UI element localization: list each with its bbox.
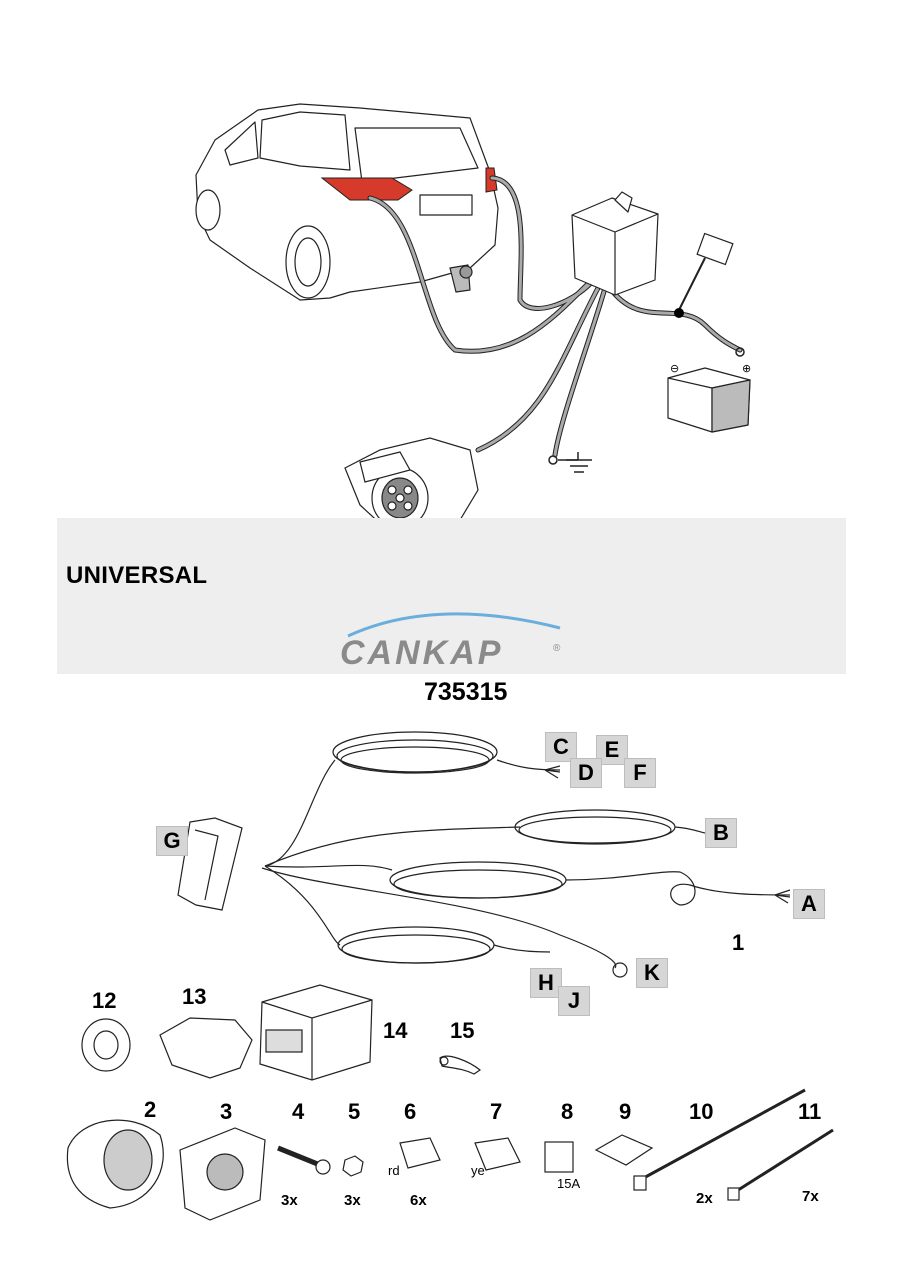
label-f: F [624,758,656,788]
brand-logo: CANKAP [340,634,504,672]
item-number-15: 15 [450,1018,475,1043]
left-tail-light [320,177,413,201]
qty-4: 3x [281,1192,298,1209]
item-number-14: 14 [383,1018,408,1043]
connector-g [177,817,243,911]
fuse-holder [696,232,734,266]
part-number: 735315 [424,678,508,706]
coil-a [389,861,567,899]
cable-tie-long [639,1088,806,1182]
item-number-9: 9 [619,1099,632,1124]
qty-5: 3x [344,1192,361,1209]
item-number-5: 5 [348,1099,361,1124]
screw [277,1145,321,1168]
car-side-window [259,111,351,171]
label-g: G [156,826,188,856]
item-number-8: 8 [561,1099,574,1124]
ring-terminal [439,1055,482,1075]
label-j: J [558,986,590,1016]
item-number-2: 2 [144,1097,157,1122]
car-rear-window [354,127,479,183]
note-ye: ye [471,1163,485,1178]
qty-10: 2x [696,1190,713,1207]
title-universal: UNIVERSAL [66,562,208,589]
item-number-3: 3 [220,1099,233,1124]
item-number-4: 4 [292,1099,305,1124]
item-number-1: 1 [732,930,745,955]
label-c: C [545,732,577,762]
label-k: K [636,958,668,988]
coil-hj [337,926,495,964]
note-rd: rd [388,1163,400,1178]
item-number-6: 6 [404,1099,417,1124]
adhesive-pad [594,1134,654,1166]
label-b: B [705,818,737,848]
label-a: A [793,889,825,919]
item-number-11: 11 [798,1099,822,1124]
ground-icon [548,452,592,473]
item-number-7: 7 [490,1099,503,1124]
grommet [81,1018,131,1072]
item-number-10: 10 [689,1099,714,1124]
label-e: E [596,735,628,765]
qty-6: 6x [410,1192,427,1209]
license-plate [419,194,473,216]
fuse-15a [544,1141,574,1173]
item-number-12: 12 [92,988,117,1013]
car-wiring-illustration: ⊖ ⊕ [195,103,751,520]
qty-11: 7x [802,1188,819,1205]
battery-plus-icon: ⊕ [742,362,751,375]
brand-band [57,518,846,674]
battery-minus-icon: ⊖ [670,362,679,375]
note-fuse: 15A [557,1176,581,1191]
connector-ye [474,1137,521,1171]
front-wheel [195,189,221,231]
registered-mark: ® [553,643,561,654]
cable-tie-short [734,1128,834,1194]
clip-set [159,1017,253,1079]
item-number-13: 13 [182,984,207,1009]
connector-rd [399,1137,441,1169]
junction-dot [674,308,684,318]
label-h: H [530,968,562,998]
nut [342,1155,364,1177]
label-d: D [570,758,602,788]
car-front-window [224,121,259,166]
